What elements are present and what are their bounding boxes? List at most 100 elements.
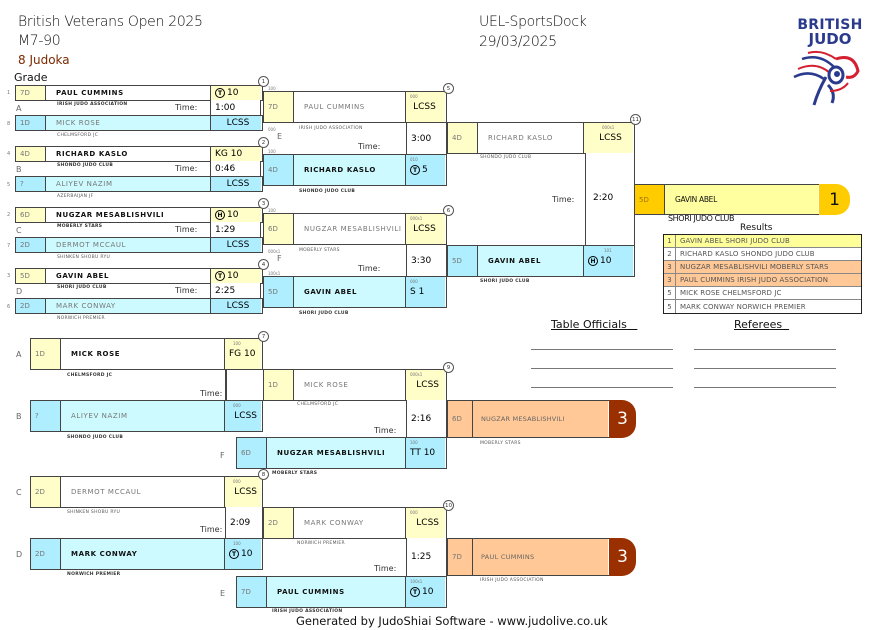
referee-line-2[interactable]	[694, 368, 836, 369]
score-icon: H	[588, 256, 598, 266]
score-code: 000	[268, 127, 276, 132]
time-label: Time:	[200, 389, 223, 398]
results-row: 2 RICHARD KASLO SHONDO JUDO CLUB	[664, 248, 861, 261]
table-official-line-3[interactable]	[531, 387, 673, 388]
club-name: MOBERLY STARS	[57, 224, 103, 229]
club-name: NORWICH PREMIER	[67, 572, 121, 577]
score-value: LCSS	[599, 133, 622, 143]
match-number-badge: 6	[443, 205, 454, 216]
referee-line-3[interactable]	[694, 387, 836, 388]
referees-label: Referees	[734, 318, 783, 331]
club-name: SHINKEN SHOBU RYU	[67, 510, 121, 515]
judoka-count: 8 Judoka	[18, 53, 70, 67]
club-name: IRISH JUDO ASSOCIATION	[57, 102, 128, 107]
bronze-name: NUGZAR MESABLISHVILI	[473, 401, 608, 437]
pool-label: A	[16, 104, 22, 113]
competitor-name: MICK ROSE	[61, 339, 224, 369]
club-name: IRISH JUDO ASSOCIATION	[299, 126, 363, 131]
score-code: 000s1	[268, 249, 281, 254]
grade-cell: 7D	[237, 577, 267, 607]
result-position: 3	[664, 261, 676, 273]
referee-line-1[interactable]	[694, 349, 836, 350]
match-number-badge: 2	[258, 137, 269, 148]
result-text: MICK ROSE CHELMSFORD JC	[680, 289, 782, 297]
match-time: 2:16	[406, 400, 447, 438]
result-position: 2	[664, 248, 676, 260]
score-value: LCSS	[234, 487, 257, 497]
score-icon: H	[215, 210, 225, 220]
pool-label: E	[220, 589, 226, 598]
score-cell: KG 10	[210, 147, 261, 161]
competitor-name: MICK ROSE	[46, 116, 210, 130]
competitor-name: DERMOT MCCAUL	[61, 477, 224, 507]
pool-label: C	[16, 488, 22, 497]
score-value: 10	[227, 88, 239, 98]
competitor-name: MARK CONWAY	[61, 539, 224, 569]
match-time: 2:09	[225, 507, 263, 538]
grade-cell: 5D	[448, 246, 478, 276]
time-label: Time:	[552, 195, 575, 204]
grade-cell: 6D	[16, 208, 46, 222]
competitor-name: NUGZAR MESABLISHVILI	[267, 438, 405, 468]
result-text: RICHARD KASLO SHONDO JUDO CLUB	[680, 250, 815, 258]
score-icon: T	[410, 587, 420, 597]
score-value: LCSS	[416, 518, 439, 528]
score-code: 100	[233, 341, 241, 346]
club-name: SHINKEN SHOBU RYU	[57, 255, 111, 260]
grade-cell: 6D	[448, 401, 473, 437]
club-name: SHORI JUDO CLUB	[57, 285, 107, 290]
score-code: 100	[410, 440, 418, 445]
time-label: Time:	[374, 564, 397, 573]
grade-cell: 6D	[264, 214, 294, 244]
match-number-badge: 5	[443, 83, 454, 94]
table-official-line-2[interactable]	[531, 368, 673, 369]
score-code: 000s1	[410, 216, 423, 221]
time-label: Time:	[175, 103, 198, 112]
time-label: Time:	[374, 426, 397, 435]
seed-number: 8	[7, 121, 11, 127]
winner-name: GAVIN ABEL	[665, 185, 818, 214]
time-label: Time:	[175, 164, 198, 173]
score-value: LCSS	[413, 224, 436, 234]
result-text: GAVIN ABEL SHORI JUDO CLUB	[680, 237, 790, 245]
time-label: Time:	[175, 225, 198, 234]
result-position: 3	[664, 274, 676, 286]
match-time: 2:25	[210, 283, 261, 299]
score-code: 000	[410, 510, 418, 515]
pool-label: D	[16, 550, 23, 559]
match-number-badge: 11	[630, 114, 641, 125]
score-cell: LCSS	[210, 299, 261, 313]
score-value: KG 10	[215, 149, 243, 159]
british-judo-logo: BRITISH JUDO	[790, 18, 870, 113]
score-cell: LCSS	[210, 177, 261, 191]
table-official-line-1[interactable]	[531, 349, 673, 350]
